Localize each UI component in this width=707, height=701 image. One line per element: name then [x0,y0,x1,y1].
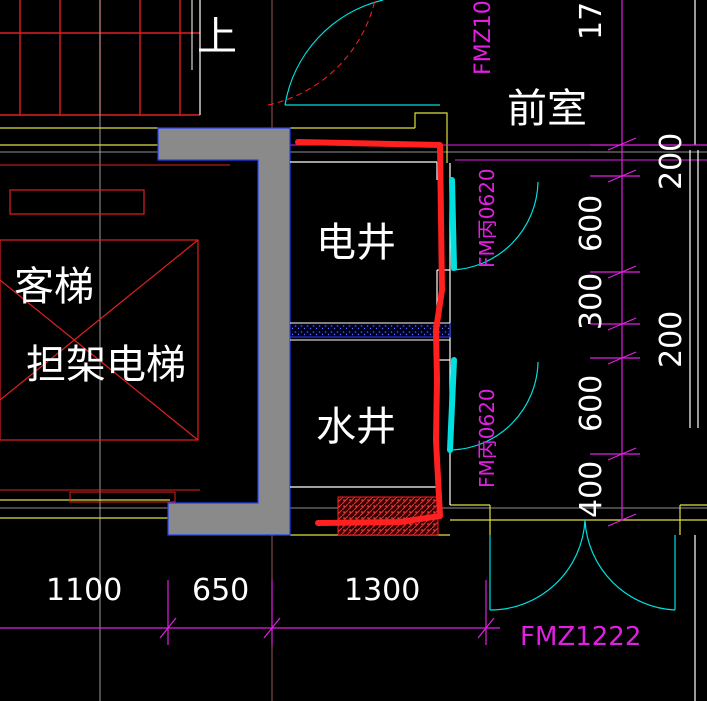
dim-bottom-1100: 1100 [46,573,122,608]
door-tag-electric-shaft: FM丙0620 [475,168,499,268]
dim-right-600-upper: 600 [574,195,609,252]
door-tag-water-shaft: FM丙0620 [475,388,499,488]
dimension-extension-lines [290,144,707,161]
dim-right-400: 400 [574,461,609,518]
water-shaft-label: 水井 [316,404,396,450]
right-wall-lines [689,0,699,701]
dim-bottom-650: 650 [192,573,249,608]
wall-outline-lines [0,112,707,536]
dimension-chain-right [590,0,707,527]
door-swings [284,0,676,611]
cyan-markup [447,177,457,453]
dimension-chain-bottom [0,580,500,645]
front-room-label: 前室 [507,86,587,132]
guest-elevator-label: 客梯 [14,264,94,310]
door-tag-fmz-top: FMZ102 [471,0,496,75]
dim-right-600-lower: 600 [574,375,609,432]
stair-door-swing-dashed [267,0,376,106]
elevator-shaft [0,164,230,503]
door-tag-fmz-bottom: FMZ1222 [520,622,641,652]
stretcher-elevator-label: 担架电梯 [26,342,186,388]
dim-right-1700: 1700 [574,0,609,40]
electric-shaft-label: 电井 [316,220,396,266]
shaft-room-outlines [289,161,451,536]
dim-right-200-upper: 200 [654,133,689,190]
concrete-wall [157,127,291,536]
dim-right-300: 300 [574,273,609,330]
red-markup [295,139,445,526]
stair-up-label: 上 [197,14,237,60]
dim-bottom-1300: 1300 [344,573,420,608]
dim-right-200-lower: 200 [654,311,689,368]
